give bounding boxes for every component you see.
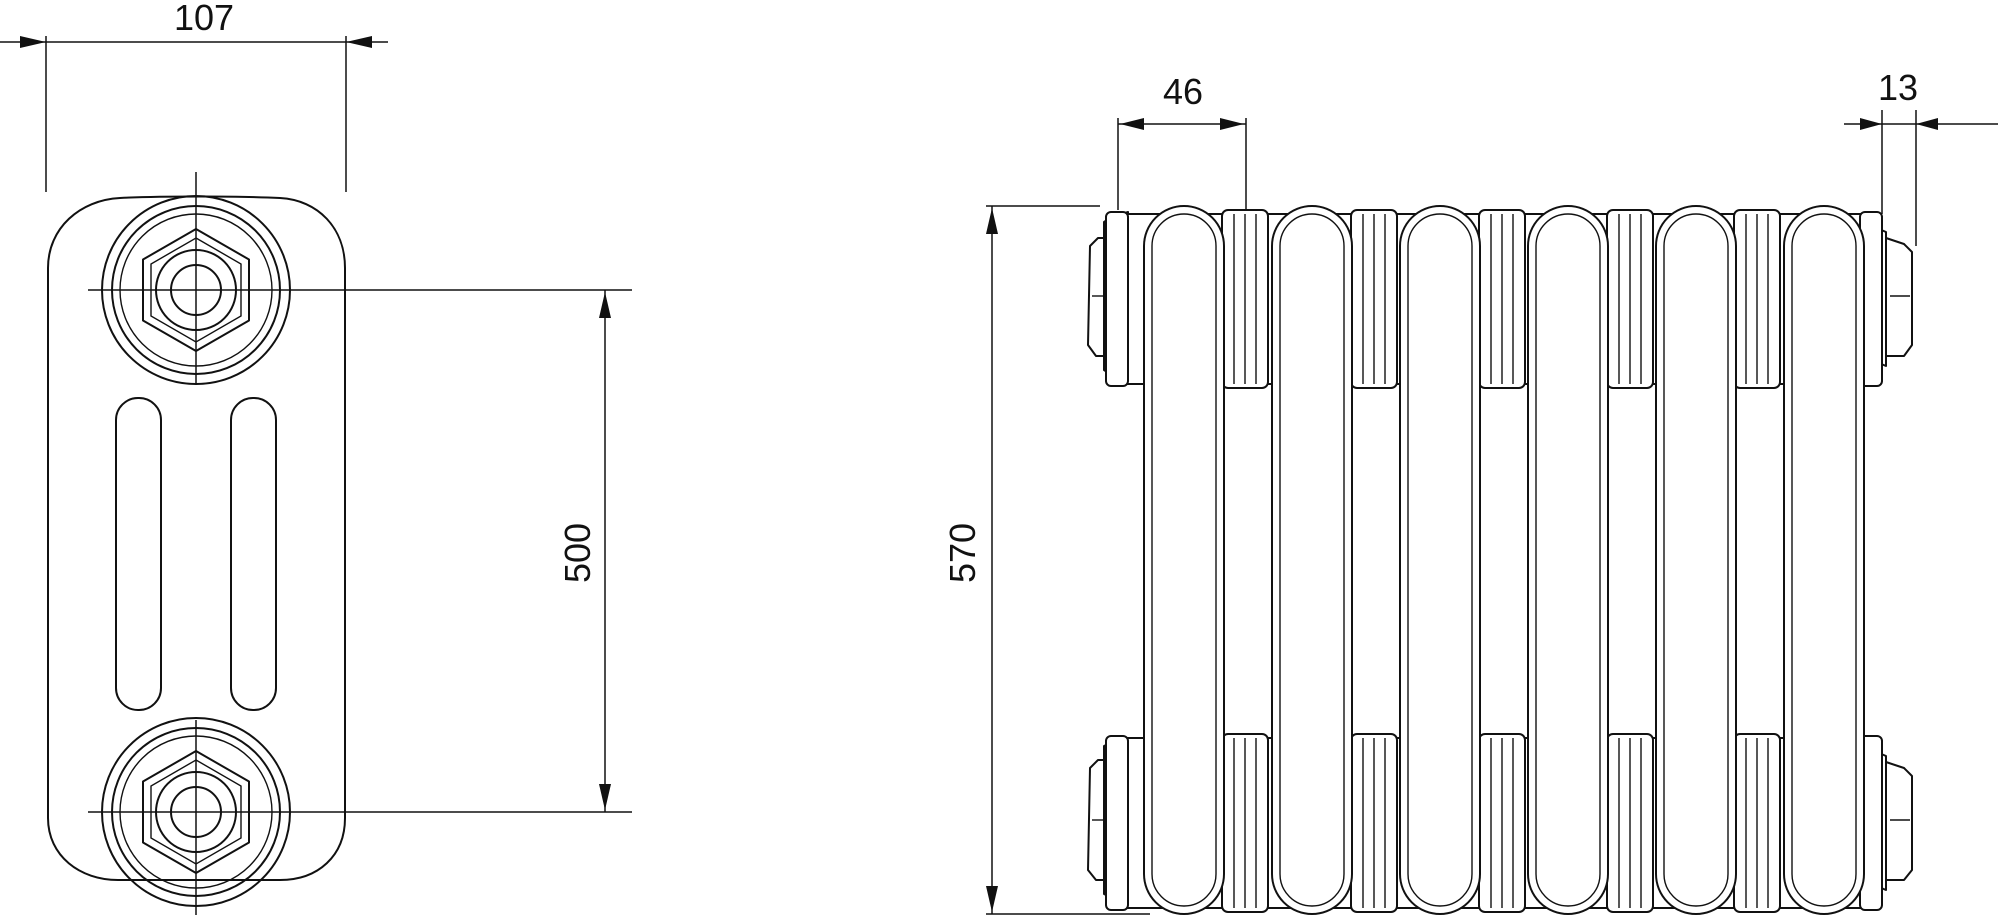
section-pitch-dimension: 46 (1117, 71, 1247, 210)
height-dimension-label: 500 (557, 523, 598, 583)
plug-depth-label: 13 (1878, 67, 1918, 108)
radiator-column (1783, 205, 1865, 915)
section-pitch-label: 46 (1163, 71, 1203, 112)
front-view: 46 13 570 (942, 67, 1998, 915)
section-joints (1105, 209, 1883, 913)
radiator-column (1143, 205, 1225, 915)
plug-depth-dimension: 13 (1844, 67, 1998, 246)
column-slot-right (230, 397, 277, 711)
radiator-column (1655, 205, 1737, 915)
radiator-column (1271, 205, 1353, 915)
radiator-column (1527, 205, 1609, 915)
height-dimension: 500 (557, 290, 611, 812)
side-view-body-outline (47, 195, 346, 881)
total-height-dimension: 570 (942, 205, 1150, 915)
width-dimension-label: 107 (174, 0, 234, 38)
radiator-columns (1143, 205, 1865, 915)
radiator-column (1399, 205, 1481, 915)
width-dimension: 107 (0, 0, 388, 192)
column-slot-left (115, 397, 162, 711)
total-height-label: 570 (942, 523, 983, 583)
side-view: 107 500 (0, 0, 632, 915)
